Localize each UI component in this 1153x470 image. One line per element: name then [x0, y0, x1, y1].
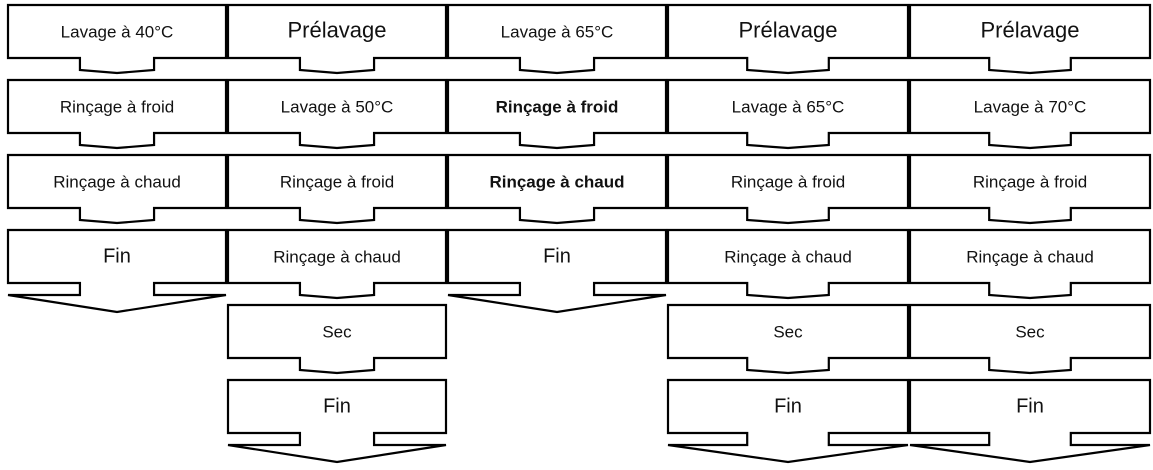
step-label: Prélavage [287, 18, 386, 43]
step-label: Prélavage [980, 18, 1079, 43]
step-label: Sec [1015, 323, 1045, 342]
step-box [666, 303, 910, 375]
step-label: Rinçage à chaud [273, 248, 401, 267]
step-label: Rinçage à froid [60, 98, 174, 117]
step-label: Prélavage [738, 18, 837, 43]
step-box [908, 153, 1152, 225]
step-box [666, 153, 910, 225]
step-box [446, 78, 668, 150]
step-label: Sec [322, 323, 352, 342]
step-box [6, 78, 228, 150]
step-box [908, 228, 1152, 300]
step-box [6, 153, 228, 225]
step-box [908, 78, 1152, 150]
step-label: Rinçage à chaud [966, 248, 1094, 267]
step-label: Rinçage à froid [731, 173, 845, 192]
step-label: Rinçage à chaud [489, 173, 624, 192]
step-label: Fin [774, 396, 802, 418]
step-label: Lavage à 40°C [61, 23, 174, 42]
end-arrow-box [666, 378, 910, 464]
step-box [226, 228, 448, 300]
step-label: Rinçage à froid [280, 173, 394, 192]
step-label: Lavage à 70°C [974, 98, 1087, 117]
end-arrow-box [908, 378, 1152, 464]
step-label: Sec [773, 323, 803, 342]
end-arrow-box [446, 228, 668, 314]
step-label: Rinçage à froid [973, 173, 1087, 192]
step-box [908, 3, 1152, 75]
step-label: Fin [323, 396, 351, 418]
step-label: Rinçage à chaud [53, 173, 181, 192]
step-box [908, 303, 1152, 375]
end-arrow-box [6, 228, 228, 314]
step-box [226, 78, 448, 150]
step-box [446, 3, 668, 75]
step-box [226, 3, 448, 75]
step-box [6, 3, 228, 75]
step-label: Fin [543, 246, 571, 268]
step-label: Lavage à 65°C [732, 98, 845, 117]
step-box [226, 303, 448, 375]
end-arrow-box [226, 378, 448, 464]
step-box [446, 153, 668, 225]
step-box [226, 153, 448, 225]
step-label: Rinçage à chaud [724, 248, 852, 267]
step-box [666, 228, 910, 300]
step-label: Rinçage à froid [496, 98, 619, 117]
step-label: Fin [1016, 396, 1044, 418]
step-box [666, 3, 910, 75]
step-label: Fin [103, 246, 131, 268]
step-label: Lavage à 65°C [501, 23, 614, 42]
step-label: Lavage à 50°C [281, 98, 394, 117]
step-box [666, 78, 910, 150]
